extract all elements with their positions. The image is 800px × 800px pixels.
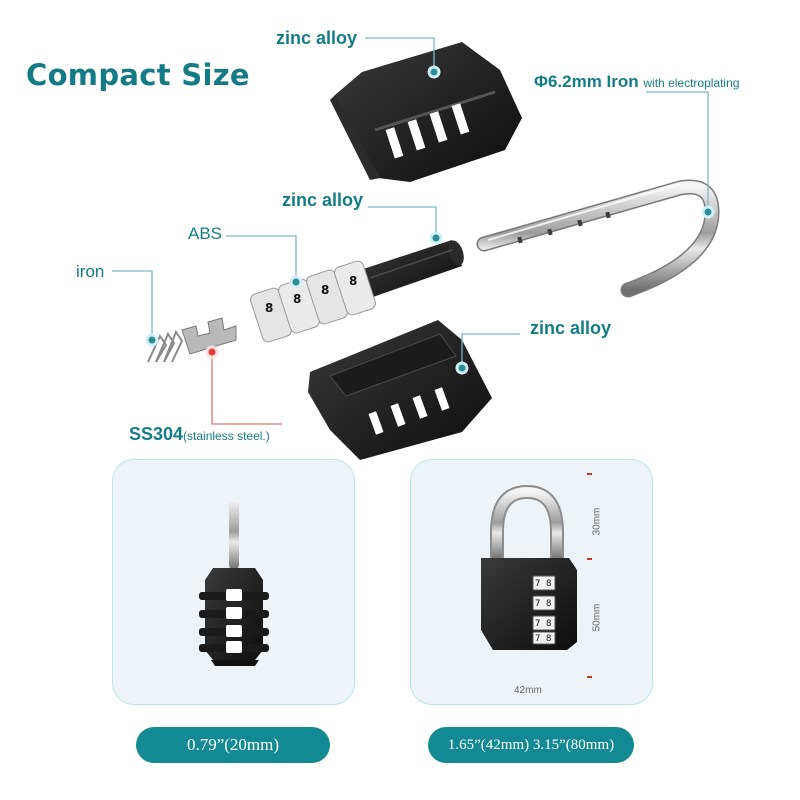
dim-label-50mm: 50mm bbox=[591, 603, 603, 632]
iron-springs-part bbox=[147, 329, 184, 363]
dial-digit: 8 bbox=[321, 283, 329, 297]
top-housing-part bbox=[330, 42, 522, 182]
dim-label-30mm: 30mm bbox=[591, 507, 603, 536]
front-digit: 7 bbox=[535, 634, 540, 644]
front-view-panel: 7 8 7 8 7 8 7 8 30mm 50mm 42mm bbox=[410, 459, 653, 705]
dim-label-42mm: 42mm bbox=[514, 685, 542, 696]
side-view-panel bbox=[112, 459, 355, 705]
front-digit: 8 bbox=[546, 579, 551, 589]
dial-digit: 8 bbox=[265, 301, 273, 315]
page-title: Compact Size bbox=[26, 58, 250, 92]
label-iron-shackle-main: Φ6.2mm Iron bbox=[534, 72, 639, 91]
label-zinc-alloy-top: zinc alloy bbox=[276, 28, 358, 48]
label-ss304: SS304(stainless steel.) bbox=[129, 424, 270, 445]
front-view-lock: 7 8 7 8 7 8 7 8 bbox=[481, 473, 592, 678]
cylinder-part bbox=[360, 240, 464, 298]
front-digit: 7 bbox=[535, 579, 540, 589]
leader-lines bbox=[112, 37, 709, 368]
front-digit: 8 bbox=[546, 634, 551, 644]
abs-dials-part: 8 8 8 8 bbox=[250, 260, 376, 343]
label-zinc-alloy-mid: zinc alloy bbox=[282, 190, 364, 210]
side-view-lock bbox=[199, 500, 269, 666]
depth-size-pill: 0.79”(20mm) bbox=[136, 727, 330, 763]
shackle-part bbox=[476, 179, 720, 298]
front-digit: 7 bbox=[535, 599, 540, 609]
label-ss304-main: SS304 bbox=[129, 424, 184, 444]
bottom-housing-part bbox=[308, 320, 492, 460]
ss304-plate-part bbox=[181, 317, 237, 355]
front-digit: 8 bbox=[546, 599, 551, 609]
front-size-pill: 1.65”(42mm) 3.15”(80mm) bbox=[428, 727, 634, 763]
label-zinc-alloy-bottom: zinc alloy bbox=[530, 318, 612, 338]
front-digit: 8 bbox=[546, 619, 551, 629]
dimension-ticks bbox=[587, 473, 592, 678]
label-abs: ABS bbox=[188, 224, 223, 243]
leader-line-ss304 bbox=[211, 352, 282, 425]
front-digit: 7 bbox=[535, 619, 540, 629]
leader-dots bbox=[145, 65, 715, 375]
label-iron: iron bbox=[76, 262, 105, 281]
label-iron-shackle-sub: with electroplating bbox=[643, 76, 740, 90]
dial-digit: 8 bbox=[349, 274, 357, 288]
dial-digit: 8 bbox=[293, 292, 301, 306]
label-iron-shackle: Φ6.2mm Iron with electroplating bbox=[534, 72, 739, 92]
label-ss304-sub: (stainless steel.) bbox=[183, 429, 270, 443]
